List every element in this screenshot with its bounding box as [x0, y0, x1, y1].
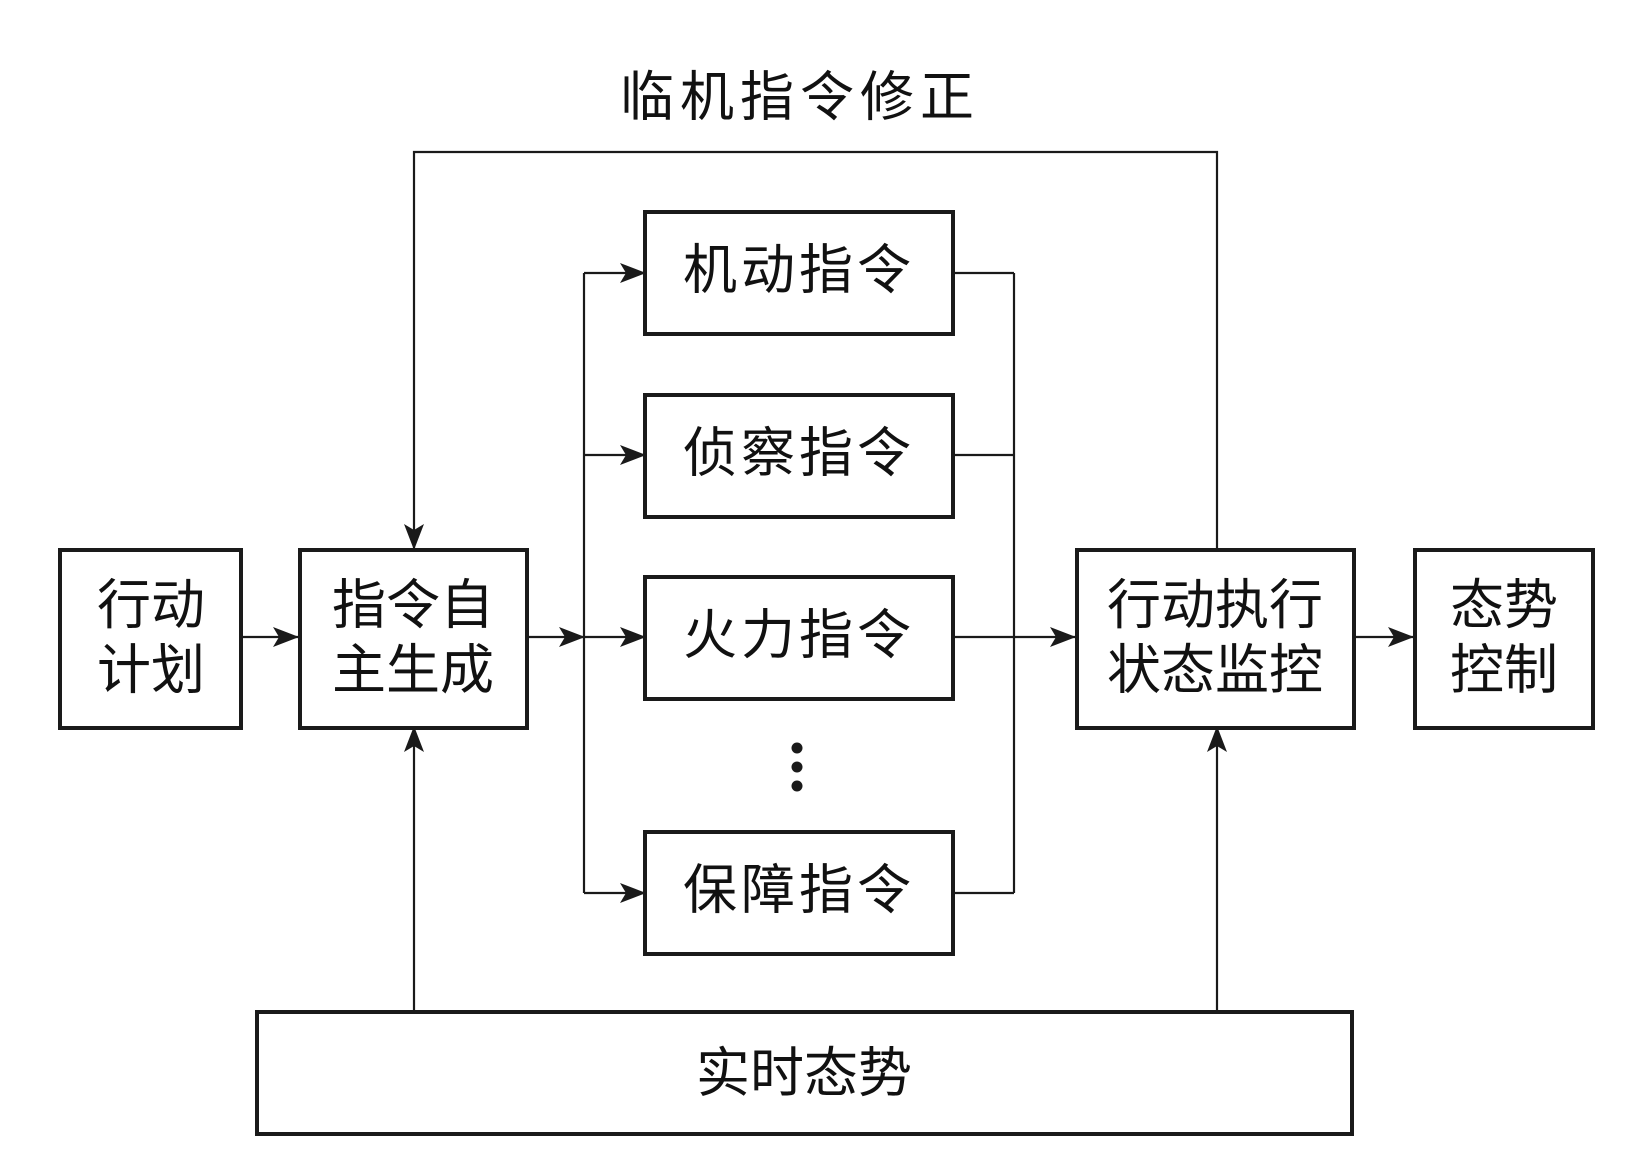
node-fire-command-label: 火力指令 [683, 604, 915, 667]
node-situation-control: 态势 控制 [1413, 548, 1595, 730]
node-execution-monitoring-line2: 状态监控 [1107, 639, 1323, 702]
node-execution-monitoring-line1: 行动执行 [1107, 574, 1323, 637]
node-recon-command: 侦察指令 [643, 393, 955, 519]
node-maneuver-command: 机动指令 [643, 210, 955, 336]
feedback-label: 临机指令修正 [620, 66, 980, 129]
ellipsis-dot [791, 761, 803, 773]
ellipsis-more-commands [791, 742, 803, 792]
node-action-plan-line1: 行动 [97, 574, 205, 637]
node-support-command: 保障指令 [643, 830, 955, 956]
node-realtime-situation: 实时态势 [255, 1010, 1354, 1136]
node-realtime-situation-label: 实时态势 [696, 1042, 912, 1105]
node-situation-control-line1: 态势 [1450, 574, 1558, 637]
node-autonomous-generation-line1: 指令自 [332, 574, 494, 637]
node-situation-control-line2: 控制 [1450, 639, 1558, 702]
node-support-command-label: 保障指令 [683, 859, 915, 922]
node-autonomous-generation: 指令自 主生成 [298, 548, 529, 730]
node-fire-command: 火力指令 [643, 575, 955, 701]
node-action-plan-line2: 计划 [97, 639, 205, 702]
node-action-plan: 行动 计划 [58, 548, 243, 730]
node-maneuver-command-label: 机动指令 [683, 239, 915, 302]
node-recon-command-label: 侦察指令 [683, 422, 915, 485]
ellipsis-dot [791, 742, 803, 754]
feedback-arrow [404, 150, 1219, 550]
node-autonomous-generation-line2: 主生成 [332, 639, 494, 702]
ellipsis-dot [791, 780, 803, 792]
node-execution-monitoring: 行动执行 状态监控 [1075, 548, 1356, 730]
